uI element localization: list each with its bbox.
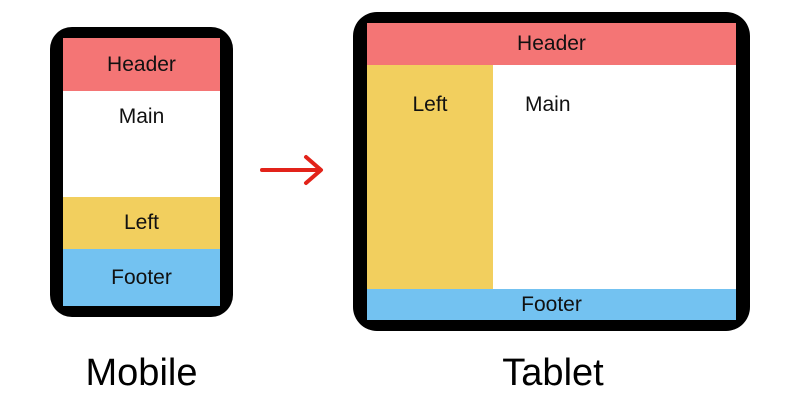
mobile-screen: Header Main Left Footer: [63, 38, 220, 306]
tablet-header-region: Header: [367, 23, 736, 65]
mobile-header-region: Header: [63, 38, 220, 91]
mobile-header-label: Header: [107, 52, 176, 76]
tablet-main-label: Main: [525, 93, 571, 116]
tablet-screen: Header Left Main Footer: [367, 23, 736, 320]
mobile-left-region: Left: [63, 197, 220, 249]
tablet-caption: Tablet: [502, 352, 604, 394]
mobile-device-frame: Header Main Left Footer: [50, 27, 233, 317]
tablet-main-region: Main: [493, 65, 736, 289]
mobile-footer-region: Footer: [63, 249, 220, 306]
tablet-footer-label: Footer: [521, 292, 582, 316]
mobile-left-label: Left: [123, 211, 160, 234]
tablet-device-frame: Header Left Main Footer: [353, 12, 750, 331]
tablet-left-label: Left: [412, 93, 448, 116]
mobile-footer-label: Footer: [111, 265, 172, 289]
mobile-main-region: Main: [63, 91, 220, 197]
right-arrow-icon: [260, 155, 323, 185]
mobile-main-label: Main: [118, 105, 165, 128]
tablet-header-label: Header: [517, 32, 586, 55]
mobile-caption: Mobile: [85, 352, 198, 394]
tablet-footer-region: Footer: [367, 289, 736, 320]
tablet-left-region: Left: [367, 65, 493, 289]
arrow-head: [304, 155, 323, 185]
